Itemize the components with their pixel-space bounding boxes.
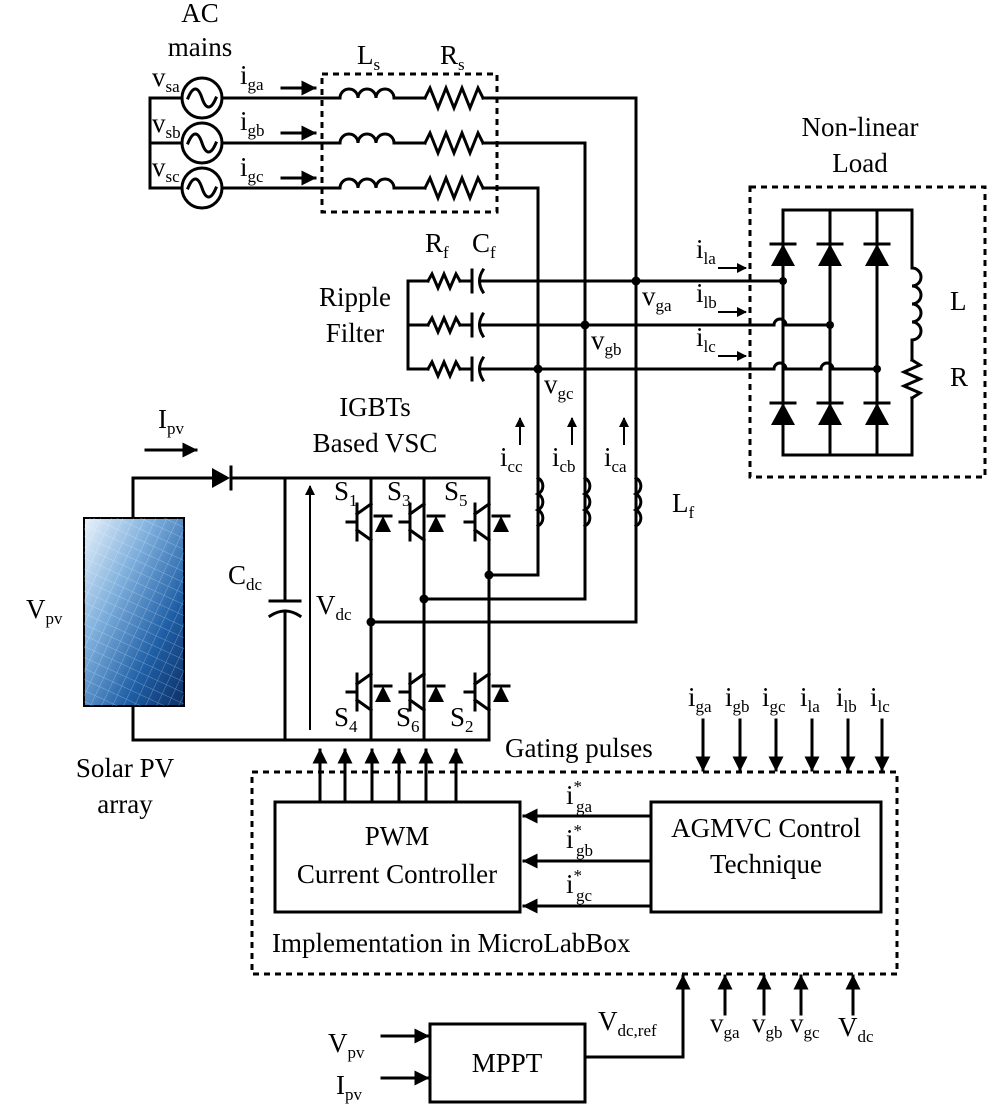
ilb-label: ilb [696, 278, 717, 312]
solar-pv-label-2: array [97, 789, 153, 819]
ica-label: ica [604, 442, 627, 476]
icb-label: icb [552, 442, 576, 476]
dc-link-capacitor [267, 476, 315, 742]
igb-ref-label: i*gb [566, 821, 593, 860]
agmvc-label-2: Technique [710, 849, 822, 879]
ac-source-c [180, 166, 224, 210]
s2-label: S2 [450, 702, 474, 736]
s1-label: S1 [334, 476, 358, 510]
microlabbox-boundary [250, 770, 899, 976]
ripple-filter-label-2: Filter [326, 318, 385, 348]
sensed-voltage-arrows [717, 974, 861, 1016]
mppt-wiring [380, 974, 691, 1086]
grid-line-b [220, 125, 587, 601]
ila-sense-label: ila [800, 682, 820, 716]
igc-ref-label: i*gc [566, 866, 593, 905]
vgc-node-label: vgc [544, 369, 574, 403]
cf-label: Cf [472, 228, 496, 262]
ipv-label: Ipv [158, 404, 185, 438]
icc-label: icc [500, 442, 523, 476]
load-rl-branch [900, 208, 924, 457]
ila-label: ila [696, 234, 716, 268]
vsb-label: vsb [152, 108, 181, 142]
vsc-phase-legs [283, 476, 638, 742]
ac-source-b [180, 121, 224, 165]
ilc-sense-label: ilc [870, 682, 890, 716]
igc-sense-label: igc [762, 682, 786, 716]
load-inductor-label: L [950, 286, 967, 316]
vgb-sense-label: vgb [752, 1008, 783, 1042]
pwm-controller-block [273, 800, 522, 914]
s4-label: S4 [334, 702, 358, 736]
rf-label: Rf [425, 228, 449, 262]
ripple-filter-network [406, 267, 641, 383]
iga-source-label: iga [240, 60, 264, 94]
star-neutral-wiring [148, 96, 184, 190]
lf-label: Lf [672, 488, 695, 522]
iga-ref-label: i*ga [566, 777, 593, 816]
cdc-label: Cdc [228, 560, 263, 594]
igb-sense-label: igb [725, 682, 750, 716]
sensed-current-arrows [695, 718, 890, 772]
reference-current-arrows [522, 808, 653, 914]
vdcref-label: Vdc,ref [598, 1006, 657, 1040]
interface-inductors [515, 417, 643, 529]
s6-label: S6 [396, 702, 420, 736]
vdc-sense-label: Vdc [838, 1012, 874, 1046]
igbts-label-2: Based VSC [313, 428, 438, 458]
vsa-label: vsa [152, 62, 180, 96]
load-resistor-label: R [950, 362, 968, 392]
vgb-node-label: vgb [591, 325, 622, 359]
igb-source-label: igb [240, 106, 265, 140]
vgc-sense-label: vgc [790, 1008, 820, 1042]
vdc-label: Vdc [316, 590, 352, 624]
gating-pulses-label: Gating pulses [505, 733, 653, 763]
solar-pv-label-1: Solar PV [76, 753, 175, 783]
igbt-switches [345, 501, 511, 713]
nonlinear-load-box [748, 185, 987, 479]
pv-wiring [131, 442, 287, 742]
ilb-sense-label: ilb [836, 682, 857, 716]
solar-pv-array-image [83, 517, 185, 707]
s5-label: S5 [444, 476, 468, 510]
diode-bridge-rectifier [769, 208, 914, 457]
ls-label: Ls [357, 40, 380, 74]
agmvc-label-1: AGMVC Control [671, 813, 861, 843]
ac-source-a [180, 76, 224, 120]
pwm-label-2: Current Controller [297, 859, 497, 889]
igbts-label-1: IGBTs [339, 392, 411, 422]
vga-node-label: vga [642, 281, 672, 315]
nonlinear-load-label-1: Non-linear [802, 112, 919, 142]
pwm-label-1: PWM [365, 821, 430, 851]
igc-source-label: igc [240, 152, 264, 186]
ac-mains-label-1: AC [181, 0, 219, 28]
mppt-label: MPPT [472, 1048, 543, 1078]
load-feeders [536, 263, 879, 371]
rs-label: Rs [440, 40, 465, 74]
s3-label: S3 [387, 476, 411, 510]
vga-sense-label: vga [710, 1008, 740, 1042]
ipv-mppt-label: Ipv [336, 1070, 363, 1104]
vpv-label: Vpv [26, 594, 63, 628]
mppt-block [428, 1022, 587, 1104]
gating-pulse-arrows [312, 748, 464, 804]
ilc-label: ilc [696, 322, 716, 356]
agmvc-control-block [649, 800, 883, 914]
vpv-mppt-label: Vpv [328, 1028, 365, 1062]
iga-sense-label: iga [688, 682, 712, 716]
nonlinear-load-label-2: Load [832, 148, 888, 178]
vsc-label: vsc [152, 152, 180, 186]
implementation-label: Implementation in MicroLabBox [272, 928, 631, 958]
ripple-filter-label-1: Ripple [319, 282, 391, 312]
ac-mains-label-2: mains [168, 32, 233, 62]
grid-impedance-box [320, 72, 499, 214]
